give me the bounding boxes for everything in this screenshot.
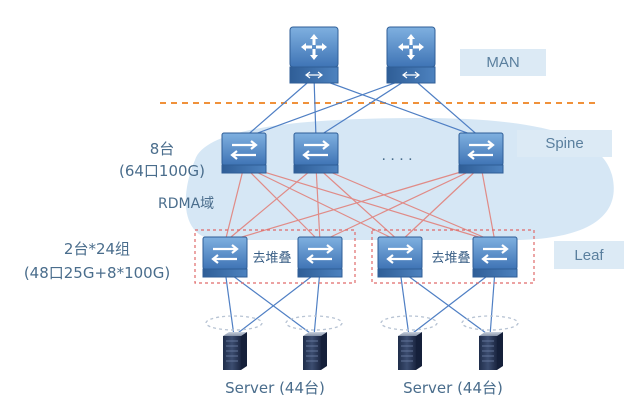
leaf-switch-icon [377, 236, 423, 278]
server-icon [223, 332, 247, 370]
spine-layer-label: Spine [545, 135, 584, 152]
man-layer-label: MAN [486, 54, 520, 71]
server-bond-ellipse [285, 315, 343, 331]
spine-leaf-link [243, 165, 321, 243]
spine-leaf-link [224, 165, 482, 243]
server-group-label-right: Server (44台) [403, 379, 503, 397]
spine-leaf-link [315, 165, 321, 243]
core-spine-link [315, 76, 412, 139]
server-bond-ellipse [461, 315, 519, 331]
leaf-group-box-right [371, 229, 535, 284]
spine-leaf-link [399, 165, 482, 243]
leaf-server-link [489, 269, 496, 337]
leaf-switch-icon [297, 236, 343, 278]
leaf-groups: 2台*24组 [63, 240, 131, 258]
server-bond-ellipse [205, 315, 263, 331]
leaf-layer-tag: Leaf [554, 241, 624, 269]
server-icon [479, 332, 503, 370]
spine-leaf-link [315, 165, 496, 243]
leaf-switch-icon [202, 236, 248, 278]
leaf-switch-icon [472, 236, 518, 278]
leaf-server-link [224, 269, 235, 337]
spine-leaf-link [224, 165, 245, 243]
router-icon [386, 26, 436, 84]
spine-leaf-link [315, 165, 401, 243]
leaf-server-link [408, 269, 496, 337]
core-spine-link [410, 76, 482, 139]
server-bond-ellipse [380, 315, 438, 331]
spine-switch-icon [221, 132, 267, 174]
leaf-server-link [313, 269, 321, 337]
leaf-group-box-left [194, 229, 356, 284]
spine-leaf-link [480, 165, 496, 243]
core-spine-link [313, 76, 482, 139]
leaf-layer-label: Leaf [574, 246, 604, 264]
leaf-server-link [399, 269, 410, 337]
spine-info: 8台 (64口100G) [92, 138, 232, 182]
server-icon [398, 332, 422, 370]
spine-leaf-link [319, 165, 482, 243]
spine-ports: (64口100G) [118, 162, 206, 180]
core-spine-link [313, 76, 317, 139]
spine-layer-tag: Spine [517, 130, 612, 157]
spine-leaf-link [224, 165, 317, 243]
spine-switch-icon [293, 132, 339, 174]
leaf-server-link [233, 269, 321, 337]
leaf-server-link [224, 269, 315, 337]
core-spine-link [243, 76, 412, 139]
man-layer-tag: MAN [460, 49, 546, 76]
rdma-domain-region [185, 118, 614, 240]
spine-leaf-link [243, 165, 401, 243]
spine-switch-icon [458, 132, 504, 174]
server-group-label-left: Server (44台) [225, 379, 325, 397]
router-icon [289, 26, 339, 84]
spine-leaf-link [243, 165, 496, 243]
core-spine-link [243, 76, 315, 139]
server-icon [303, 332, 327, 370]
leaf-info: 2台*24组 (48口25G+8*100G) [2, 237, 192, 285]
spine-ellipsis: . . . . [381, 147, 412, 164]
destack-label-left: 去堆叠 [252, 251, 291, 266]
rdma-domain-label: RDMA域 [158, 196, 215, 212]
spine-count: 8台 [149, 140, 175, 158]
destack-label-right: 去堆叠 [431, 251, 470, 266]
leaf-server-link [399, 269, 491, 337]
leaf-ports: (48口25G+8*100G) [23, 264, 171, 282]
